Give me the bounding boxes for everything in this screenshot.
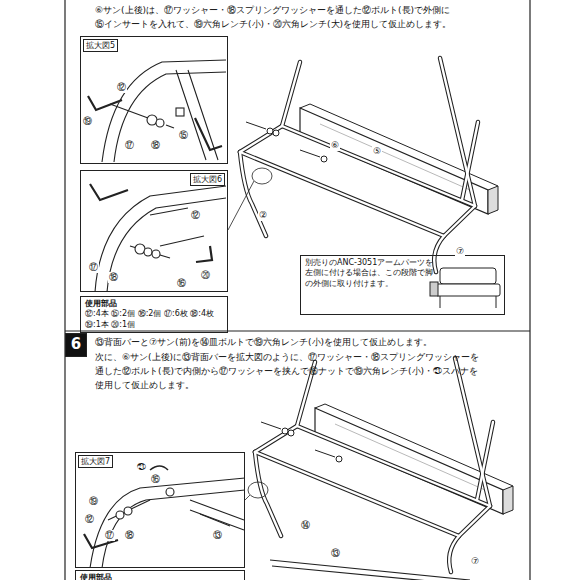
box-heading: 使用部品 — [85, 299, 223, 309]
callout-number: ⑫ — [116, 82, 127, 93]
callout-number: ⑮ — [178, 130, 189, 141]
callout-number: ⑬ — [212, 530, 223, 541]
detail-heading: 拡大図5 — [83, 39, 118, 52]
callout-number: ⑲ — [82, 116, 93, 127]
box-heading: 使用部品 — [80, 573, 240, 580]
callout-number: ⑥ — [330, 140, 340, 151]
callout-number: ⑯ — [176, 278, 187, 289]
callout-number: ⑭ — [300, 520, 311, 531]
callout-number: ⑱ — [108, 272, 119, 283]
detail-box: 拡大図7 — [75, 452, 245, 568]
detail-heading: 拡大図7 — [78, 455, 113, 468]
instruction-text: ⑮インサートを入れて、⑲六角レンチ(小)・⑳六角レンチ(大)を使用して仮止めしま… — [95, 19, 451, 30]
callout-number: ⑰ — [104, 530, 115, 541]
instruction-text: 次に、⑥サン(上後)に⑬背面バーを拡大図のように、⑰ワッシャー・⑱スプリングワッ… — [95, 352, 479, 363]
note-box: 別売りのANC-3051アームパーツを左側に付ける場合は、この段階で脚の外側に取… — [300, 255, 505, 315]
callout-number: ⑯ — [150, 474, 161, 485]
callout-number: ⑱ — [124, 530, 135, 541]
callout-number: ⑫ — [190, 210, 201, 221]
callout-number: ⑦ — [470, 556, 480, 567]
instruction-text: 通した⑫ボルト(長)で内側から⑰ワッシャーを挟んで⑯ナットで⑲六角レンチ(小)・… — [95, 366, 478, 377]
callout-number: ⑲ — [88, 496, 99, 507]
callout-number: ⑬ — [330, 548, 341, 559]
instruction-text: ⑥サン(上後)は、⑰ワッシャー・⑱スプリングワッシャーを通した⑫ボルト(長)で外… — [95, 5, 450, 16]
callout-number: ⑫ — [84, 514, 95, 525]
step-number-text: 6 — [71, 335, 81, 355]
callout-number: ㉑ — [136, 462, 147, 473]
detail-heading: 拡大図6 — [190, 173, 225, 186]
instruction-text: 使用して仮止めします。 — [95, 380, 194, 391]
detail-box: 使用部品⑫:4本 ⑮:2個 ⑯:2個 ⑰:6枚 ⑱:4枚 ⑲:1本 ⑳:1個 — [80, 296, 228, 333]
detail-box: 使用部品 — [75, 570, 245, 580]
callout-number: ⑰ — [124, 140, 135, 151]
callout-number: ⑳ — [200, 270, 211, 281]
callout-number: ⑦ — [455, 246, 465, 257]
callout-number: ② — [258, 210, 268, 221]
instruction-text: ⑬背面バーと⑦サン(前)を⑭皿ボルトで⑲六角レンチ(小)を使用して仮止めします。 — [95, 337, 432, 348]
box-heading: 別売りのANC-3051アームパーツを左側に付ける場合は、この段階で脚の外側に取… — [305, 258, 435, 289]
callout-number: ⑱ — [150, 140, 161, 151]
step-number: 6 — [65, 333, 87, 357]
callout-number: ⑰ — [88, 262, 99, 273]
callout-number: ⑤ — [372, 146, 382, 157]
box-text: ⑫:4本 ⑮:2個 ⑯:2個 ⑰:6枚 ⑱:4枚 ⑲:1本 ⑳:1個 — [85, 309, 223, 330]
